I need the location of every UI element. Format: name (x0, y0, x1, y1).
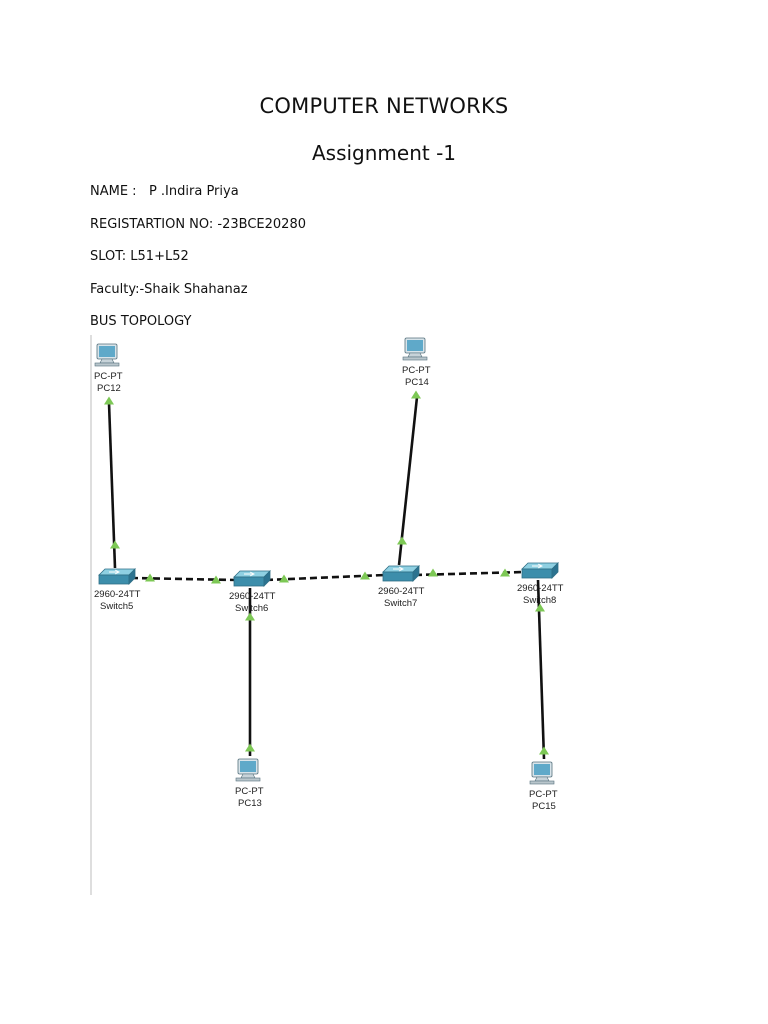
link-up-indicator-access-6 (245, 743, 255, 752)
pc-name-label: PC15 (532, 801, 556, 812)
student-name: NAME : P .Indira Priya (90, 184, 239, 199)
registration-number: REGISTARTION NO: -23BCE20280 (90, 217, 306, 232)
pc-name-label: PC13 (238, 798, 262, 809)
switch-model-label: 2960-24TT (517, 583, 564, 594)
faculty: Faculty:-Shaik Shahanaz (90, 282, 248, 297)
switch-name-label: Switch8 (523, 595, 556, 606)
pc-icon (235, 758, 261, 782)
pc-icon (94, 343, 120, 367)
link-up-indicator-access-7 (535, 603, 545, 612)
pc-icon (529, 761, 555, 785)
pc-type-label: PC-PT (235, 786, 264, 797)
page-title: COMPUTER NETWORKS (259, 94, 509, 118)
pc-type-label: PC-PT (529, 789, 558, 800)
topology-heading: BUS TOPOLOGY (90, 314, 192, 329)
link-up-indicator-trunk-5 (428, 568, 438, 577)
slot: SLOT: L51+L52 (90, 249, 189, 264)
switch-icon (233, 570, 271, 587)
link-up-indicator-access-8 (539, 746, 549, 755)
links-layer (107, 396, 546, 760)
page-subtitle: Assignment -1 (311, 141, 457, 165)
network-topology-diagram: 2960-24TTSwitch52960-24TTSwitch62960-24T… (90, 335, 564, 895)
link-up-indicator-access-4 (397, 536, 407, 545)
pc-icon (402, 337, 428, 361)
pc-type-label: PC-PT (402, 365, 431, 376)
devices-layer: 2960-24TTSwitch52960-24TTSwitch62960-24T… (94, 337, 564, 812)
access-link-pc12-switch5 (107, 402, 117, 569)
link-up-indicator-access-2 (110, 540, 120, 549)
pc-name-label: PC14 (405, 377, 429, 388)
switch-icon (98, 568, 136, 585)
link-up-indicator-access-5 (245, 612, 255, 621)
pc-type-label: PC-PT (94, 371, 123, 382)
link-up-indicator-access-3 (411, 390, 421, 399)
pc-name-label: PC12 (97, 383, 121, 394)
link-up-indicator-trunk-4 (360, 571, 370, 580)
switch-name-label: Switch6 (235, 603, 268, 614)
link-indicators-layer (104, 390, 549, 755)
switch-icon (521, 562, 559, 579)
switch-name-label: Switch5 (100, 601, 133, 612)
link-up-indicator-trunk-1 (145, 573, 155, 582)
switch-model-label: 2960-24TT (378, 586, 425, 597)
link-up-indicator-trunk-6 (500, 568, 510, 577)
link-up-indicator-access-1 (104, 396, 114, 405)
switch-model-label: 2960-24TT (229, 591, 276, 602)
link-up-indicator-trunk-2 (211, 575, 221, 584)
switch-model-label: 2960-24TT (94, 589, 141, 600)
switch-name-label: Switch7 (384, 598, 417, 609)
link-up-indicator-trunk-3 (279, 574, 289, 583)
switch-icon (382, 565, 420, 582)
